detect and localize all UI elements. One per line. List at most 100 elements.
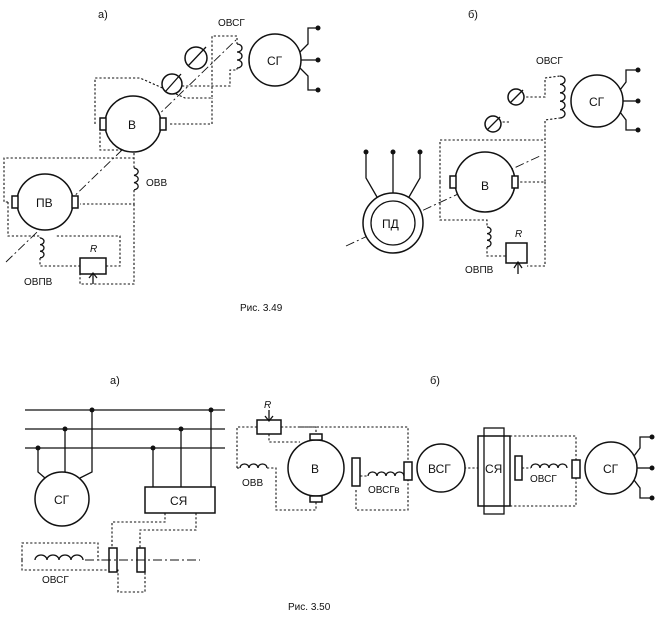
coil-ovsg [236,43,243,69]
sg-label: СГ [589,95,605,109]
rheostat [256,419,282,435]
brush [486,116,501,131]
wire [516,140,546,183]
sya-block [477,435,511,507]
sg-label: СГ [267,54,283,68]
wire [619,111,638,131]
wire [236,426,257,468]
ovsg-label: ОВСГ [218,18,245,29]
wire [170,98,213,125]
brush [164,73,182,93]
ovsg-label: ОВСГ [42,575,69,586]
wire [355,480,409,511]
terminal-dot [315,57,321,63]
wire [510,478,577,507]
brush-box [99,117,107,131]
rheostat [505,242,528,264]
pd-motor-inner [370,200,416,246]
pd-label: ПД [382,217,399,231]
wire [79,410,93,479]
fig350-a: а) СГ СЯ ОВСГ [21,375,225,593]
slip-ring [403,461,413,481]
coil-ovsgv [367,471,405,477]
pv-label: ПВ [36,196,53,210]
wire [3,157,134,203]
ovpv-label: ОВПВ [465,265,494,276]
wire [510,435,577,460]
fig350-b-label: б) [430,375,440,387]
brush-box [309,495,323,503]
wire [182,68,238,87]
wire [633,436,652,457]
fig349-b-label: б) [468,9,478,21]
v-label: В [481,179,489,193]
r-label: R [515,229,522,240]
vsg-generator [416,443,466,493]
brush-box [449,175,457,189]
terminal-dot [635,127,641,133]
wire [365,152,378,198]
sya-label: СЯ [170,494,187,508]
wire [7,202,41,238]
brush-box [309,433,323,441]
brush-box [511,175,519,189]
brush-box [71,195,79,209]
terminal-dot [315,25,321,31]
wire [111,513,166,548]
wire [439,117,561,182]
terminal-dot [390,149,396,155]
r-label: R [90,244,97,255]
wire [80,190,135,205]
wire [267,467,317,511]
coil-ovsg [559,75,566,119]
terminal-dot [363,149,369,155]
brush [509,89,524,104]
sya-core [483,427,505,515]
brush-box [159,117,167,131]
wire [268,434,300,443]
fig350-a-label: а) [110,375,120,387]
wire [633,479,652,499]
fig349-caption: Рис. 3.49 [240,303,283,314]
sg-label: СГ [54,493,70,507]
coil-ovsg [530,463,568,469]
wire [79,204,135,285]
terminal-dot [649,434,655,440]
wire [56,235,121,267]
wire [408,152,421,198]
wire [300,426,409,462]
ovsg-label: ОВСГ [536,56,563,67]
vsg-label: ВСГ [428,462,451,476]
terminal-dot [649,465,655,471]
r-label: R [264,400,271,411]
coil-ovpv [39,237,45,259]
brush-box [11,195,19,209]
wire [94,35,238,124]
wire [486,247,506,257]
v-label: В [128,118,136,132]
coil-ovpv [486,226,492,248]
ovv-label: ОВВ [242,478,263,489]
ovsgv-label: ОВСГв [368,485,400,496]
wire [299,27,318,53]
fig350-caption: Рис. 3.50 [288,602,331,613]
fig349-a-label: а) [98,9,108,21]
wire [99,124,135,168]
sya-label: СЯ [485,462,502,476]
coil-ovv [133,167,139,191]
wire [439,182,488,227]
v-label: В [311,462,319,476]
slip-ring [514,455,523,481]
rheostat-arrow [513,260,523,269]
fig349-a: а) ОВСГ СГ В [3,9,321,288]
coil-ovv [239,463,268,469]
slip-ring [351,457,361,487]
sya-block [144,486,216,514]
fig349-b: б) ОВСГ СГ В ПД [345,9,641,276]
brush [187,46,207,67]
terminal-dot [649,495,655,501]
wire [527,182,546,267]
ovpv-label: ОВПВ [24,277,53,288]
wire [37,448,46,479]
